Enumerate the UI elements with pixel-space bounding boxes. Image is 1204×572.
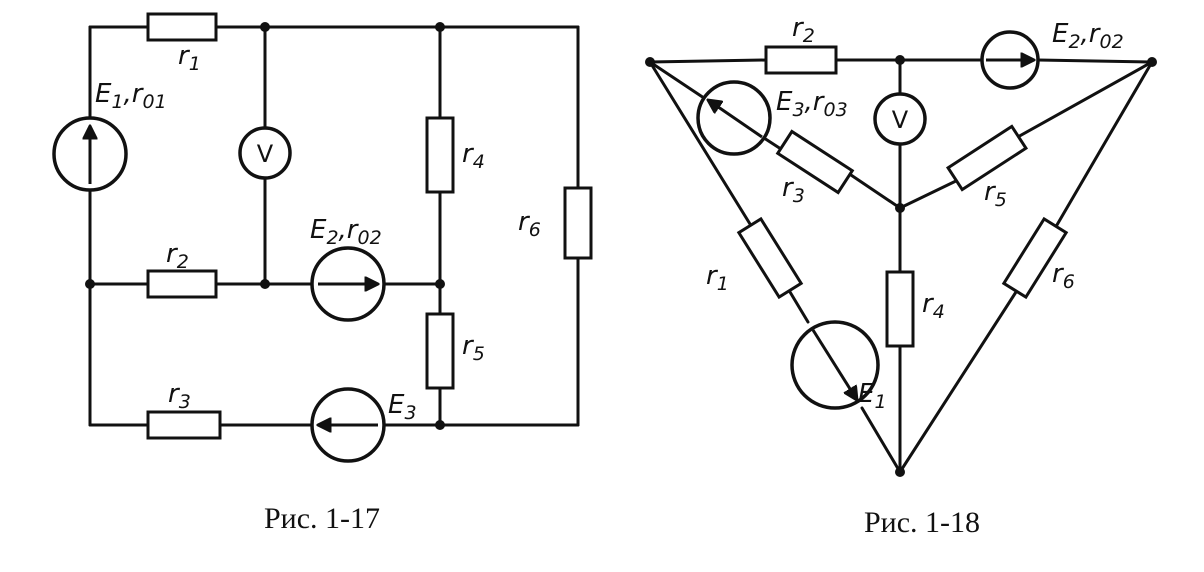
- fig17-resistor-r3: [146, 410, 222, 440]
- fig18-source-e2: [980, 30, 1040, 90]
- label-e3: E3,r03: [776, 87, 848, 121]
- fig18-resistor-r4: [885, 270, 915, 348]
- fig18-wires: [648, 58, 1154, 474]
- junction-dot: [435, 22, 445, 32]
- caption-fig-1-18: Рис. 1-18: [864, 506, 980, 539]
- label-e2: E2,r02: [1052, 19, 1124, 53]
- fig18-source-e1: [790, 320, 880, 410]
- junction-dot: [895, 467, 905, 477]
- junction-dot: [895, 55, 905, 65]
- junction-dot: [1147, 57, 1157, 67]
- label-r2: r2: [166, 239, 189, 273]
- arrow-upleft-icon: [708, 100, 763, 139]
- label-r3: r3: [168, 379, 191, 413]
- voltmeter-label: V: [892, 106, 909, 134]
- label-r6: r6: [518, 207, 541, 241]
- fig17-source-e1: [52, 116, 128, 192]
- label-r5: r5: [984, 177, 1007, 211]
- junction-dot: [895, 203, 905, 213]
- fig17-wires: [88, 25, 580, 427]
- junction-dot: [435, 279, 445, 289]
- junction-dot: [260, 22, 270, 32]
- voltmeter-label: V: [257, 140, 274, 168]
- junction-dot: [645, 57, 655, 67]
- fig17-junctions: [85, 22, 445, 430]
- junction-dot: [85, 279, 95, 289]
- fig17-resistor-r6: [563, 186, 593, 260]
- label-r6: r6: [1052, 259, 1075, 293]
- fig17-voltmeter: V: [238, 126, 292, 180]
- figure-1-17: V r1 r2 r3 r4 r5 r6 E1,r01 E2,r02 E3 Рис…: [52, 12, 593, 535]
- label-r3: r3: [782, 173, 805, 207]
- figure-1-18: V r2 r3 r5 r1 r4 r6 E2,r02 E3,r03 E1 Рис…: [645, 13, 1157, 539]
- fig18-source-e3: [696, 80, 772, 156]
- fig17-source-e2: [310, 246, 386, 322]
- label-r2: r2: [792, 13, 815, 47]
- label-r1: r1: [706, 261, 729, 295]
- fig18-resistor-r6: [1001, 216, 1069, 300]
- fig17-resistor-r4: [425, 116, 455, 194]
- label-e1: E1: [858, 379, 887, 413]
- fig17-source-e3: [310, 387, 386, 463]
- arrow-downright-icon: [811, 329, 857, 400]
- fig18-resistor-r2: [764, 45, 838, 75]
- fig17-resistor-r5: [425, 312, 455, 390]
- label-r4: r4: [462, 139, 485, 173]
- label-r5: r5: [462, 331, 485, 365]
- junction-dot: [435, 420, 445, 430]
- fig18-junctions: [645, 55, 1157, 477]
- label-e1: E1,r01: [95, 79, 167, 113]
- label-r4: r4: [922, 289, 945, 323]
- fig17-resistor-r1: [146, 12, 218, 42]
- fig18-voltmeter: V: [873, 92, 927, 146]
- fig17-resistor-r2: [146, 269, 218, 299]
- fig18-resistor-r5: [945, 124, 1029, 192]
- label-r1: r1: [178, 41, 201, 75]
- label-e3: E3: [388, 390, 417, 424]
- caption-fig-1-17: Рис. 1-17: [264, 502, 380, 535]
- label-e2: E2,r02: [310, 215, 382, 249]
- junction-dot: [260, 279, 270, 289]
- fig18-resistor-r3: [775, 129, 855, 195]
- fig18-resistor-r1: [736, 216, 804, 300]
